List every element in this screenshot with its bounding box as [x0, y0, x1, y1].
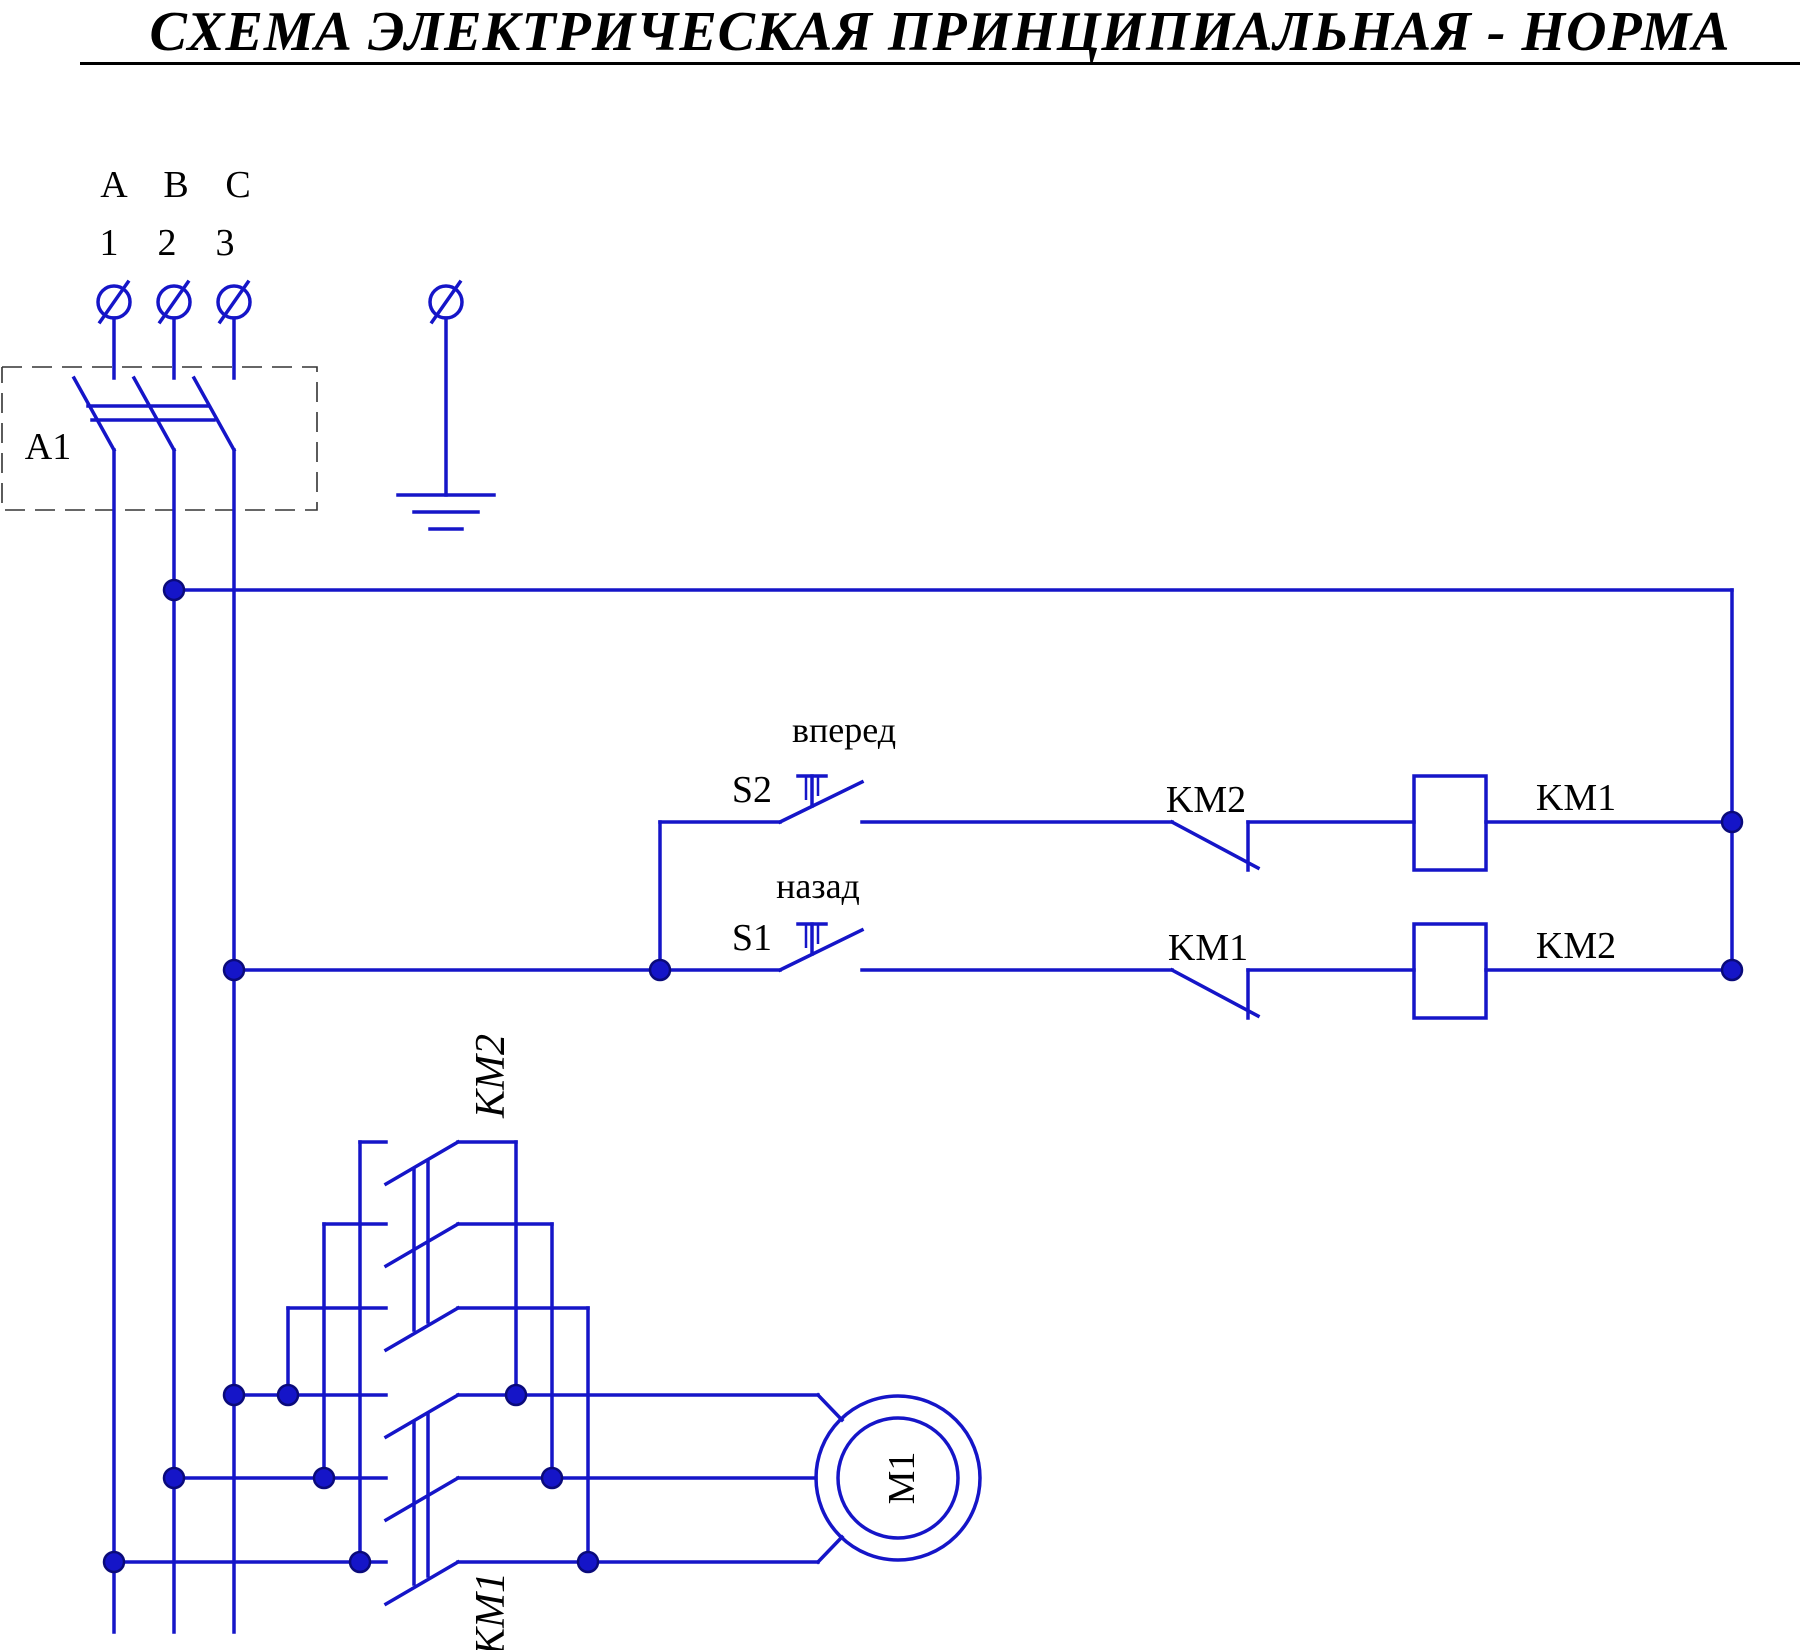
- phase-label-c: C: [225, 164, 250, 206]
- junction-dot: [162, 1466, 186, 1490]
- phase-label-a: A: [100, 164, 128, 206]
- junction-dot: [162, 578, 186, 602]
- phase-number-3: 3: [216, 222, 235, 264]
- km2-feed-wires: [112, 1140, 388, 1564]
- junction-dot: [222, 958, 246, 982]
- button-s1: [777, 922, 865, 973]
- junction-dots: [102, 578, 1744, 1574]
- interlock-contact-row1: [1169, 819, 1261, 872]
- junction-dot: [276, 1383, 300, 1407]
- junction-dot: [312, 1466, 336, 1490]
- km1-power-label: KM1: [468, 1572, 514, 1650]
- km1-contacts: [383, 1392, 820, 1607]
- coil-row1: [1412, 774, 1488, 872]
- junction-dot: [504, 1383, 528, 1407]
- km2-contacts: [383, 1139, 590, 1353]
- junction-dot: [222, 1383, 246, 1407]
- terminal-3: [216, 279, 252, 325]
- phase-number-2: 2: [158, 222, 177, 264]
- junction-dot: [540, 1466, 564, 1490]
- phase-label-b: B: [163, 164, 188, 206]
- button-s1-caption: назад: [776, 866, 860, 906]
- interlock-row2-label: KM1: [1168, 927, 1248, 969]
- km2-power-label: KM2: [468, 1034, 514, 1119]
- terminal-ground: [428, 279, 464, 325]
- button-s2: [777, 774, 865, 825]
- ground-icon: [396, 493, 496, 531]
- motor-m1: M1: [814, 1392, 982, 1565]
- page-title: СХЕМА ЭЛЕКТРИЧЕСКАЯ ПРИНЦИПИАЛЬНАЯ - НОР…: [149, 1, 1731, 63]
- interlock-row1-label: KM2: [1166, 779, 1246, 821]
- junction-dot: [1720, 958, 1744, 982]
- title-underline: [80, 62, 1800, 65]
- coil-row2-label: KM2: [1536, 925, 1616, 967]
- button-s2-caption: вперед: [792, 710, 896, 750]
- junction-dot: [348, 1550, 372, 1574]
- junction-dot: [1720, 810, 1744, 834]
- button-s2-id: S2: [732, 769, 772, 811]
- terminal-1: [96, 279, 132, 325]
- button-s1-id: S1: [732, 917, 772, 959]
- coil-row2: [1412, 922, 1488, 1020]
- junction-dot: [576, 1550, 600, 1574]
- motor-label: M1: [881, 1452, 923, 1505]
- breaker-label: A1: [25, 426, 71, 468]
- breaker-a1: A1: [1, 316, 318, 511]
- phase-number-1: 1: [100, 222, 119, 264]
- junction-dot: [102, 1550, 126, 1574]
- terminal-2: [156, 279, 192, 325]
- junction-dot: [648, 958, 672, 982]
- interlock-contact-row2: [1169, 967, 1261, 1020]
- coil-row1-label: KM1: [1536, 777, 1616, 819]
